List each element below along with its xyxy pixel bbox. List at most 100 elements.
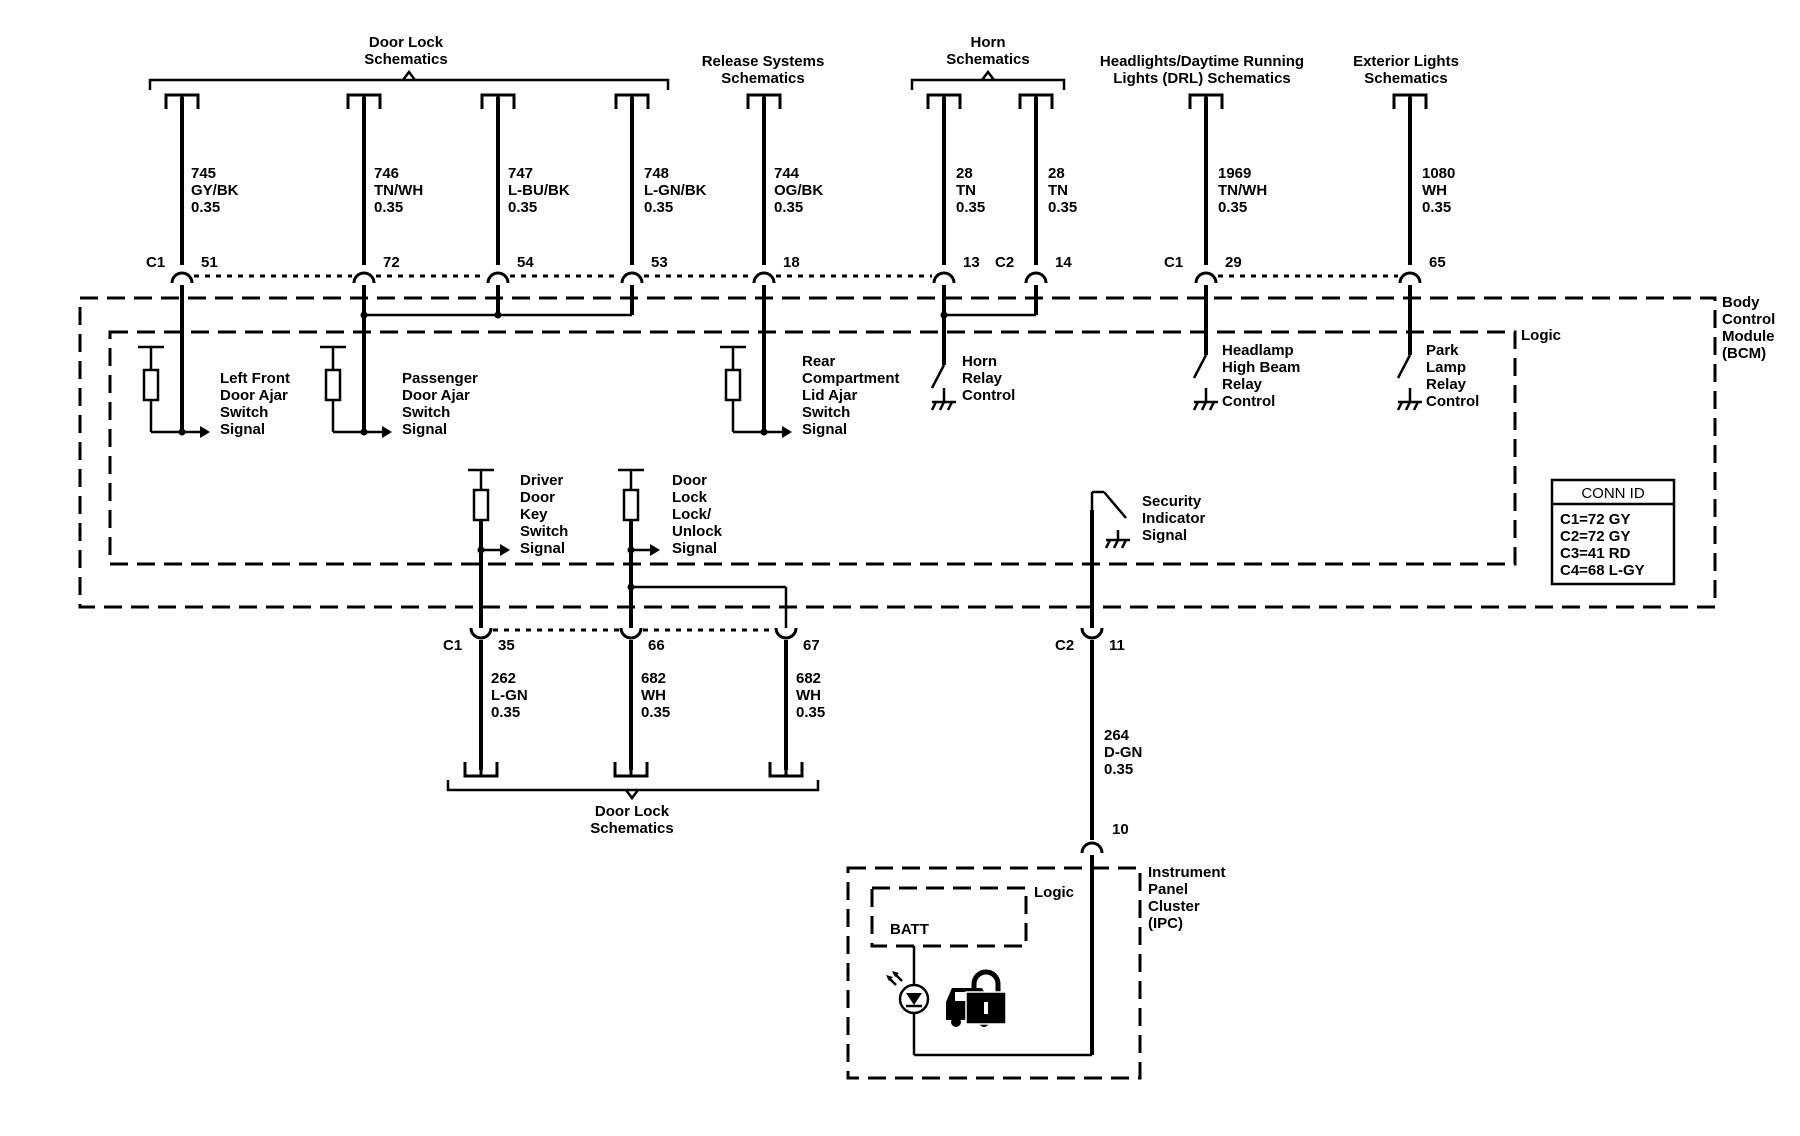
bcm-connector-pins-top — [170, 271, 1422, 284]
dest-horn: Horn Schematics — [946, 34, 1029, 68]
svg-text:28: 28 — [1048, 165, 1065, 182]
svg-text:Relay: Relay — [1222, 376, 1263, 393]
svg-text:264: 264 — [1104, 727, 1130, 744]
svg-text:Park: Park — [1426, 342, 1459, 359]
svg-text:High Beam: High Beam — [1222, 359, 1300, 376]
svg-text:Door Ajar: Door Ajar — [402, 387, 470, 404]
wire-label-1080: 1080 WH 0.35 — [1422, 165, 1455, 216]
svg-text:748: 748 — [644, 165, 669, 182]
pin-11: 11 — [1109, 637, 1125, 654]
headlamp-relay-driver — [1192, 354, 1218, 411]
svg-text:TN: TN — [956, 182, 976, 199]
svg-text:Headlamp: Headlamp — [1222, 342, 1294, 359]
svg-text:Control: Control — [1222, 393, 1275, 410]
bracket-door-lock-top — [148, 69, 670, 90]
svg-text:Relay: Relay — [962, 370, 1003, 387]
lock-unlock-label: Door Lock Lock/ Unlock Signal — [672, 472, 723, 557]
svg-text:OG/BK: OG/BK — [774, 182, 823, 199]
svg-text:CONN ID: CONN ID — [1581, 485, 1645, 502]
svg-text:0.35: 0.35 — [1104, 761, 1133, 778]
dest-connector-stubs-top — [164, 93, 1428, 109]
svg-text:Lock/: Lock/ — [672, 506, 712, 523]
connector-c1-label-a: C1 — [146, 254, 165, 271]
svg-text:Schematics: Schematics — [721, 70, 804, 87]
bcm-logic-label: Logic — [1521, 327, 1561, 344]
svg-text:Door: Door — [672, 472, 707, 489]
svg-text:Passenger: Passenger — [402, 370, 478, 387]
svg-text:Signal: Signal — [1142, 527, 1187, 544]
svg-text:0.35: 0.35 — [774, 199, 803, 216]
svg-text:L-GN: L-GN — [491, 687, 528, 704]
pin-29: 29 — [1225, 254, 1242, 271]
wire-label-1969: 1969 TN/WH 0.35 — [1218, 165, 1267, 216]
pin-10: 10 — [1112, 821, 1129, 838]
dest-release-systems: Release Systems Schematics — [702, 53, 825, 87]
svg-text:Indicator: Indicator — [1142, 510, 1206, 527]
svg-text:WH: WH — [641, 687, 666, 704]
wire-label-28-a: 28 TN 0.35 — [956, 165, 985, 216]
bcm-label: Body Control Module (BCM) — [1722, 294, 1775, 362]
svg-text:Horn: Horn — [962, 353, 997, 370]
security-indicator-circuit — [1090, 490, 1130, 628]
svg-text:Door Lock: Door Lock — [595, 803, 670, 820]
svg-text:Signal: Signal — [220, 421, 265, 438]
wire-label-746: 746 TN/WH 0.35 — [374, 165, 423, 216]
wire-label-745: 745 GY/BK 0.35 — [191, 165, 239, 216]
svg-text:Compartment: Compartment — [802, 370, 900, 387]
bcm-internal-wires — [180, 285, 1412, 430]
svg-text:Security: Security — [1142, 493, 1202, 510]
conn-id-table: CONN ID C1=72 GY C2=72 GY C3=41 RD C4=68… — [1550, 478, 1676, 586]
svg-text:Unlock: Unlock — [672, 523, 723, 540]
svg-text:Panel: Panel — [1148, 881, 1188, 898]
svg-text:Door: Door — [520, 489, 555, 506]
pass-door-ajar-label: Passenger Door Ajar Switch Signal — [402, 370, 478, 438]
bottom-wires — [479, 640, 1094, 840]
svg-text:Instrument: Instrument — [1148, 864, 1226, 881]
svg-text:Control: Control — [962, 387, 1015, 404]
wire-label-682-a: 682 WH 0.35 — [641, 670, 670, 721]
svg-text:746: 746 — [374, 165, 399, 182]
pin-13: 13 — [963, 254, 980, 271]
security-led-icon — [886, 971, 930, 1015]
svg-text:TN/WH: TN/WH — [1218, 182, 1267, 199]
svg-text:0.35: 0.35 — [1048, 199, 1077, 216]
svg-text:Exterior Lights: Exterior Lights — [1353, 53, 1459, 70]
pass-door-ajar-circuit — [320, 345, 392, 438]
driver-key-switch-label: Driver Door Key Switch Signal — [520, 472, 568, 557]
connector-c2-label-b: C2 — [1055, 637, 1074, 654]
svg-text:Lock: Lock — [672, 489, 708, 506]
svg-text:682: 682 — [641, 670, 666, 687]
svg-text:(BCM): (BCM) — [1722, 345, 1766, 362]
park-relay-driver — [1396, 354, 1422, 411]
svg-text:Release Systems: Release Systems — [702, 53, 825, 70]
ipc-batt-label: BATT — [890, 921, 929, 938]
svg-text:Door Ajar: Door Ajar — [220, 387, 288, 404]
ipc-label: Instrument Panel Cluster (IPC) — [1148, 864, 1226, 932]
wire-label-747: 747 L-BU/BK 0.35 — [508, 165, 570, 216]
pin-54: 54 — [517, 254, 534, 271]
svg-text:WH: WH — [796, 687, 821, 704]
svg-text:Signal: Signal — [402, 421, 447, 438]
svg-text:Cluster: Cluster — [1148, 898, 1200, 915]
svg-text:Rear: Rear — [802, 353, 836, 370]
bracket-door-lock-bottom — [446, 780, 820, 801]
connector-c1-label-c: C1 — [443, 637, 462, 654]
svg-text:C2=72 GY: C2=72 GY — [1560, 528, 1630, 545]
svg-text:0.35: 0.35 — [644, 199, 673, 216]
svg-text:GY/BK: GY/BK — [191, 182, 239, 199]
park-relay-label: Park Lamp Relay Control — [1426, 342, 1479, 410]
top-wires — [180, 97, 1412, 265]
svg-text:Left Front: Left Front — [220, 370, 290, 387]
pin-72: 72 — [383, 254, 400, 271]
ipc-logic-label: Logic — [1034, 884, 1074, 901]
svg-text:262: 262 — [491, 670, 516, 687]
svg-text:L-GN/BK: L-GN/BK — [644, 182, 707, 199]
svg-text:WH: WH — [1422, 182, 1447, 199]
svg-text:Schematics: Schematics — [590, 820, 673, 837]
bracket-horn — [910, 69, 1066, 90]
svg-text:1080: 1080 — [1422, 165, 1455, 182]
pin-18: 18 — [783, 254, 800, 271]
svg-text:(IPC): (IPC) — [1148, 915, 1183, 932]
svg-text:0.35: 0.35 — [508, 199, 537, 216]
